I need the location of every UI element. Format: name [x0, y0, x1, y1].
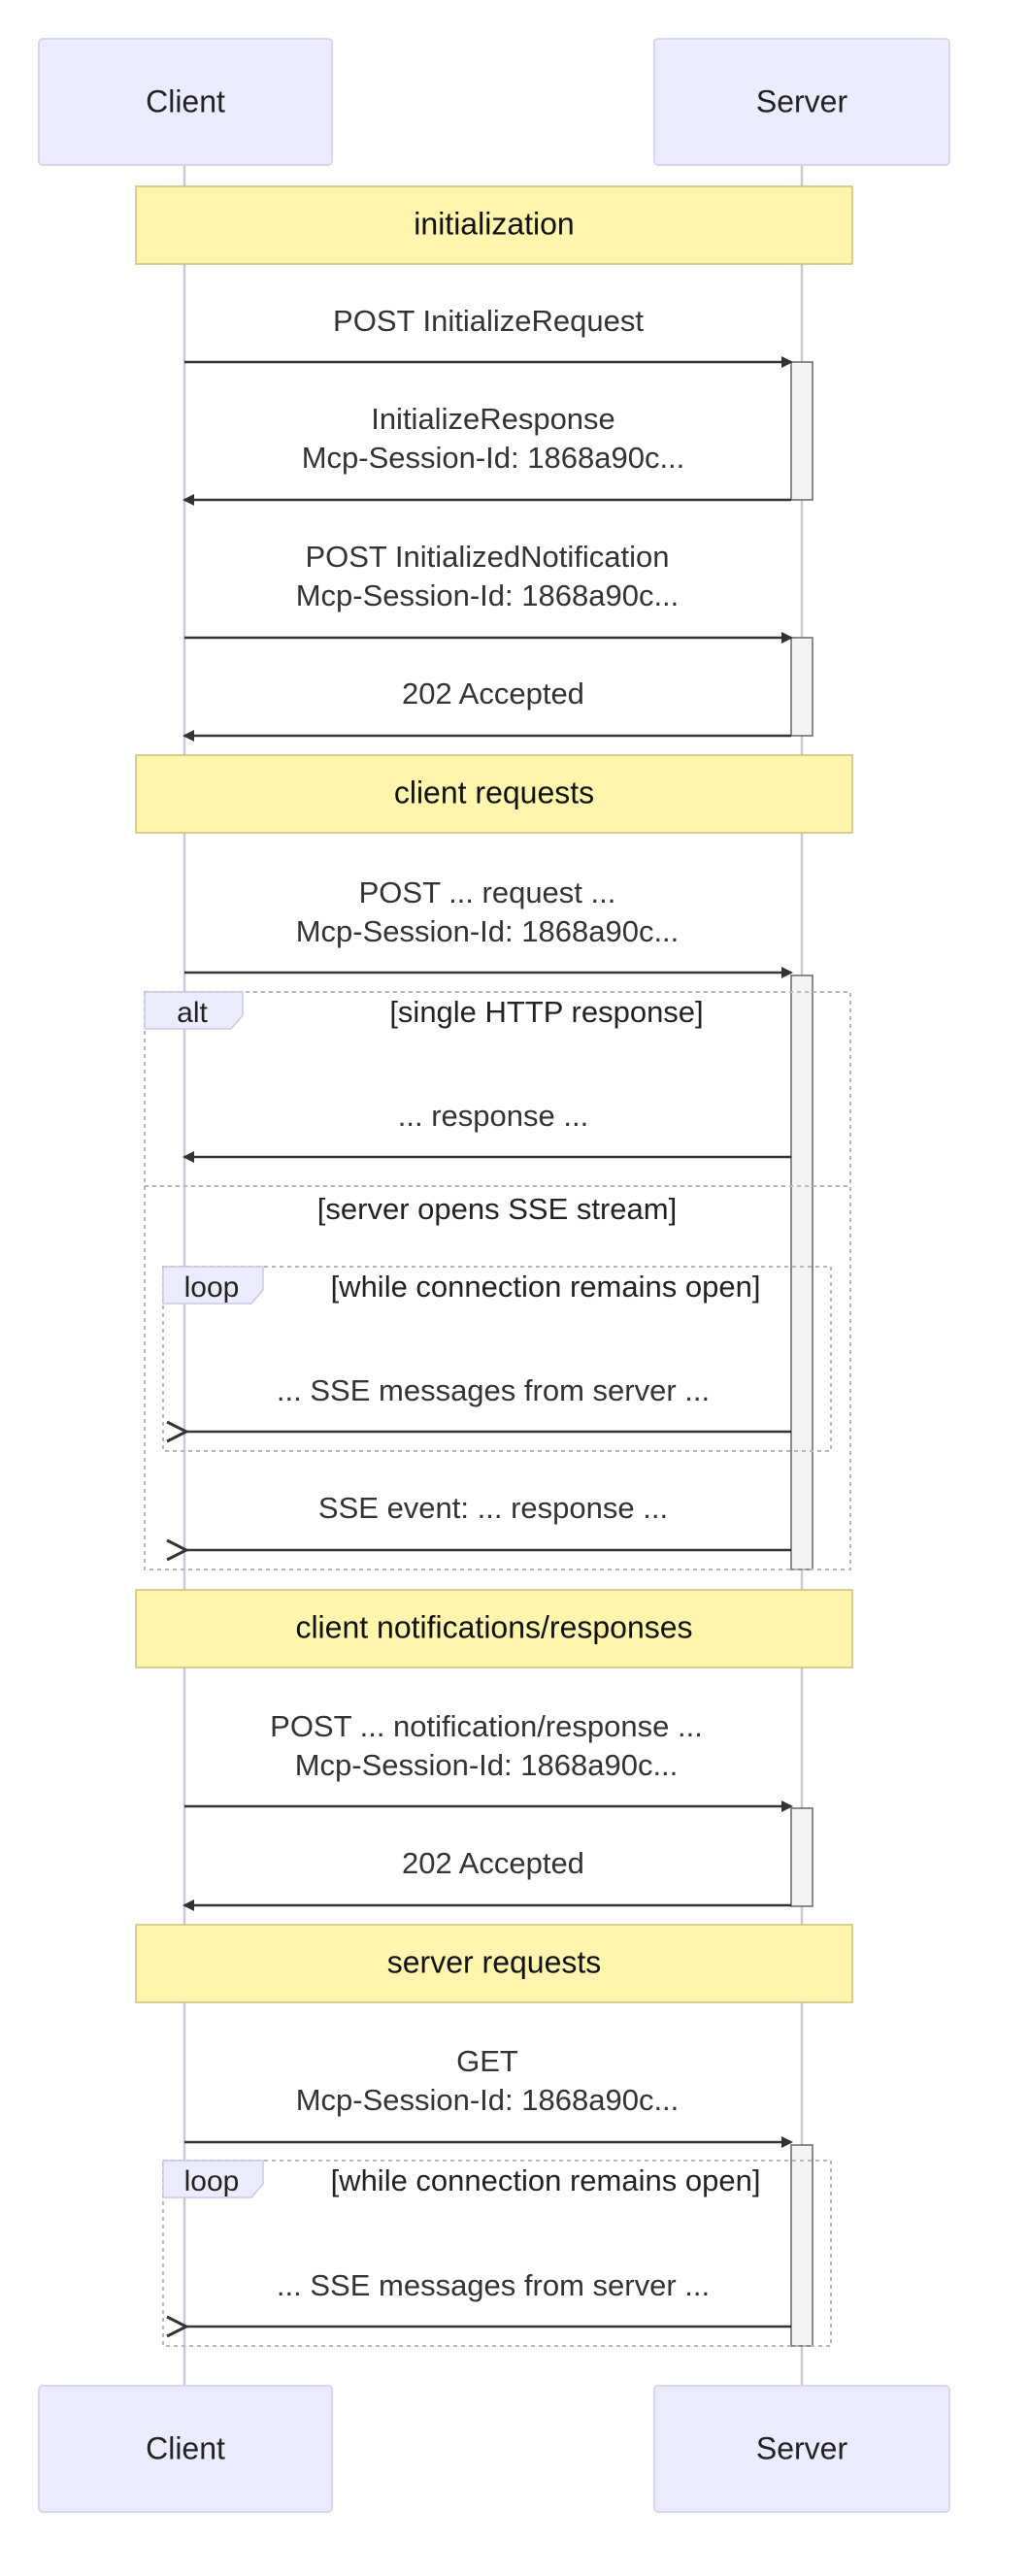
note-initialization-text: initialization	[414, 206, 574, 241]
message-label-line-1: POST ... notification/response ...	[270, 1709, 703, 1743]
server-actor-label: Server	[756, 2430, 848, 2465]
client-actor-top: Client	[38, 38, 333, 166]
message-label: SSE event: ... response ...	[318, 1491, 668, 1525]
note-client-notifications: client notifications/responses	[135, 1589, 853, 1668]
message-label-line-2: Mcp-Session-Id: 1868a90c...	[296, 914, 680, 948]
note-client-requests: client requests	[135, 754, 853, 834]
server-actor-bottom: Server	[653, 2385, 950, 2513]
message-post-notification-response: POST ... notification/response ... Mcp-S…	[184, 1709, 793, 1812]
message-response: ... response ...	[183, 1099, 791, 1163]
message-post-initialized-notification: POST InitializedNotification Mcp-Session…	[184, 540, 793, 644]
alt-label: alt	[177, 997, 208, 1029]
message-label: 202 Accepted	[402, 1846, 584, 1880]
message-label: POST InitializeRequest	[333, 304, 644, 338]
message-sse-messages-2: ... SSE messages from server ...	[186, 2268, 791, 2327]
client-actor-label: Client	[146, 83, 225, 118]
server-activation-3	[790, 974, 813, 1570]
message-accepted-2: 202 Accepted	[183, 1846, 791, 1911]
note-server-requests-text: server requests	[387, 1944, 602, 1979]
loop-frame-2: loop [while connection remains open]	[162, 2160, 832, 2347]
server-activation-2	[790, 637, 813, 737]
alt-frame: alt [single HTTP response] [server opens…	[144, 991, 851, 1570]
message-get: GET Mcp-Session-Id: 1868a90c...	[184, 2044, 793, 2148]
message-post-initialize-request: POST InitializeRequest	[184, 304, 793, 368]
message-label: 202 Accepted	[402, 677, 584, 710]
note-client-requests-text: client requests	[394, 775, 594, 809]
loop-condition: [while connection remains open]	[331, 2163, 761, 2197]
loop-frame-1: loop [while connection remains open]	[162, 1266, 832, 1452]
note-initialization: initialization	[135, 185, 853, 265]
message-post-request: POST ... request ... Mcp-Session-Id: 186…	[184, 875, 793, 978]
server-actor-top: Server	[653, 38, 950, 166]
message-label-line-2: Mcp-Session-Id: 1868a90c...	[295, 1748, 679, 1782]
client-actor-label: Client	[146, 2430, 225, 2465]
message-initialize-response: InitializeResponse Mcp-Session-Id: 1868a…	[183, 402, 791, 506]
message-label-line-2: Mcp-Session-Id: 1868a90c...	[296, 2083, 680, 2117]
note-client-notifications-text: client notifications/responses	[295, 1609, 692, 1644]
message-label: ... SSE messages from server ...	[277, 1373, 710, 1407]
message-label: ... SSE messages from server ...	[277, 2268, 710, 2302]
message-sse-messages-1: ... SSE messages from server ...	[186, 1373, 791, 1432]
server-activation-5	[790, 2144, 813, 2347]
message-sse-event-response: SSE event: ... response ...	[186, 1491, 791, 1550]
server-actor-label: Server	[756, 83, 848, 118]
message-label-line-1: GET	[456, 2044, 518, 2078]
message-label-line-2: Mcp-Session-Id: 1868a90c...	[302, 441, 685, 475]
message-label-line-1: InitializeResponse	[371, 402, 615, 436]
message-label-line-1: POST ... request ...	[359, 875, 616, 909]
loop-label: loop	[184, 2165, 240, 2197]
client-actor-bottom: Client	[38, 2385, 333, 2513]
message-accepted-1: 202 Accepted	[183, 677, 791, 742]
alt-condition-sse-stream: [server opens SSE stream]	[317, 1192, 677, 1226]
message-label-line-2: Mcp-Session-Id: 1868a90c...	[296, 578, 680, 612]
note-server-requests: server requests	[135, 1924, 853, 2003]
loop-condition: [while connection remains open]	[331, 1270, 761, 1304]
message-label: ... response ...	[398, 1099, 588, 1133]
alt-condition-single-response: [single HTTP response]	[389, 995, 703, 1029]
server-activation-4	[790, 1807, 813, 1907]
loop-label: loop	[184, 1271, 240, 1304]
server-activation-1	[790, 361, 813, 501]
message-label-line-1: POST InitializedNotification	[305, 540, 669, 574]
